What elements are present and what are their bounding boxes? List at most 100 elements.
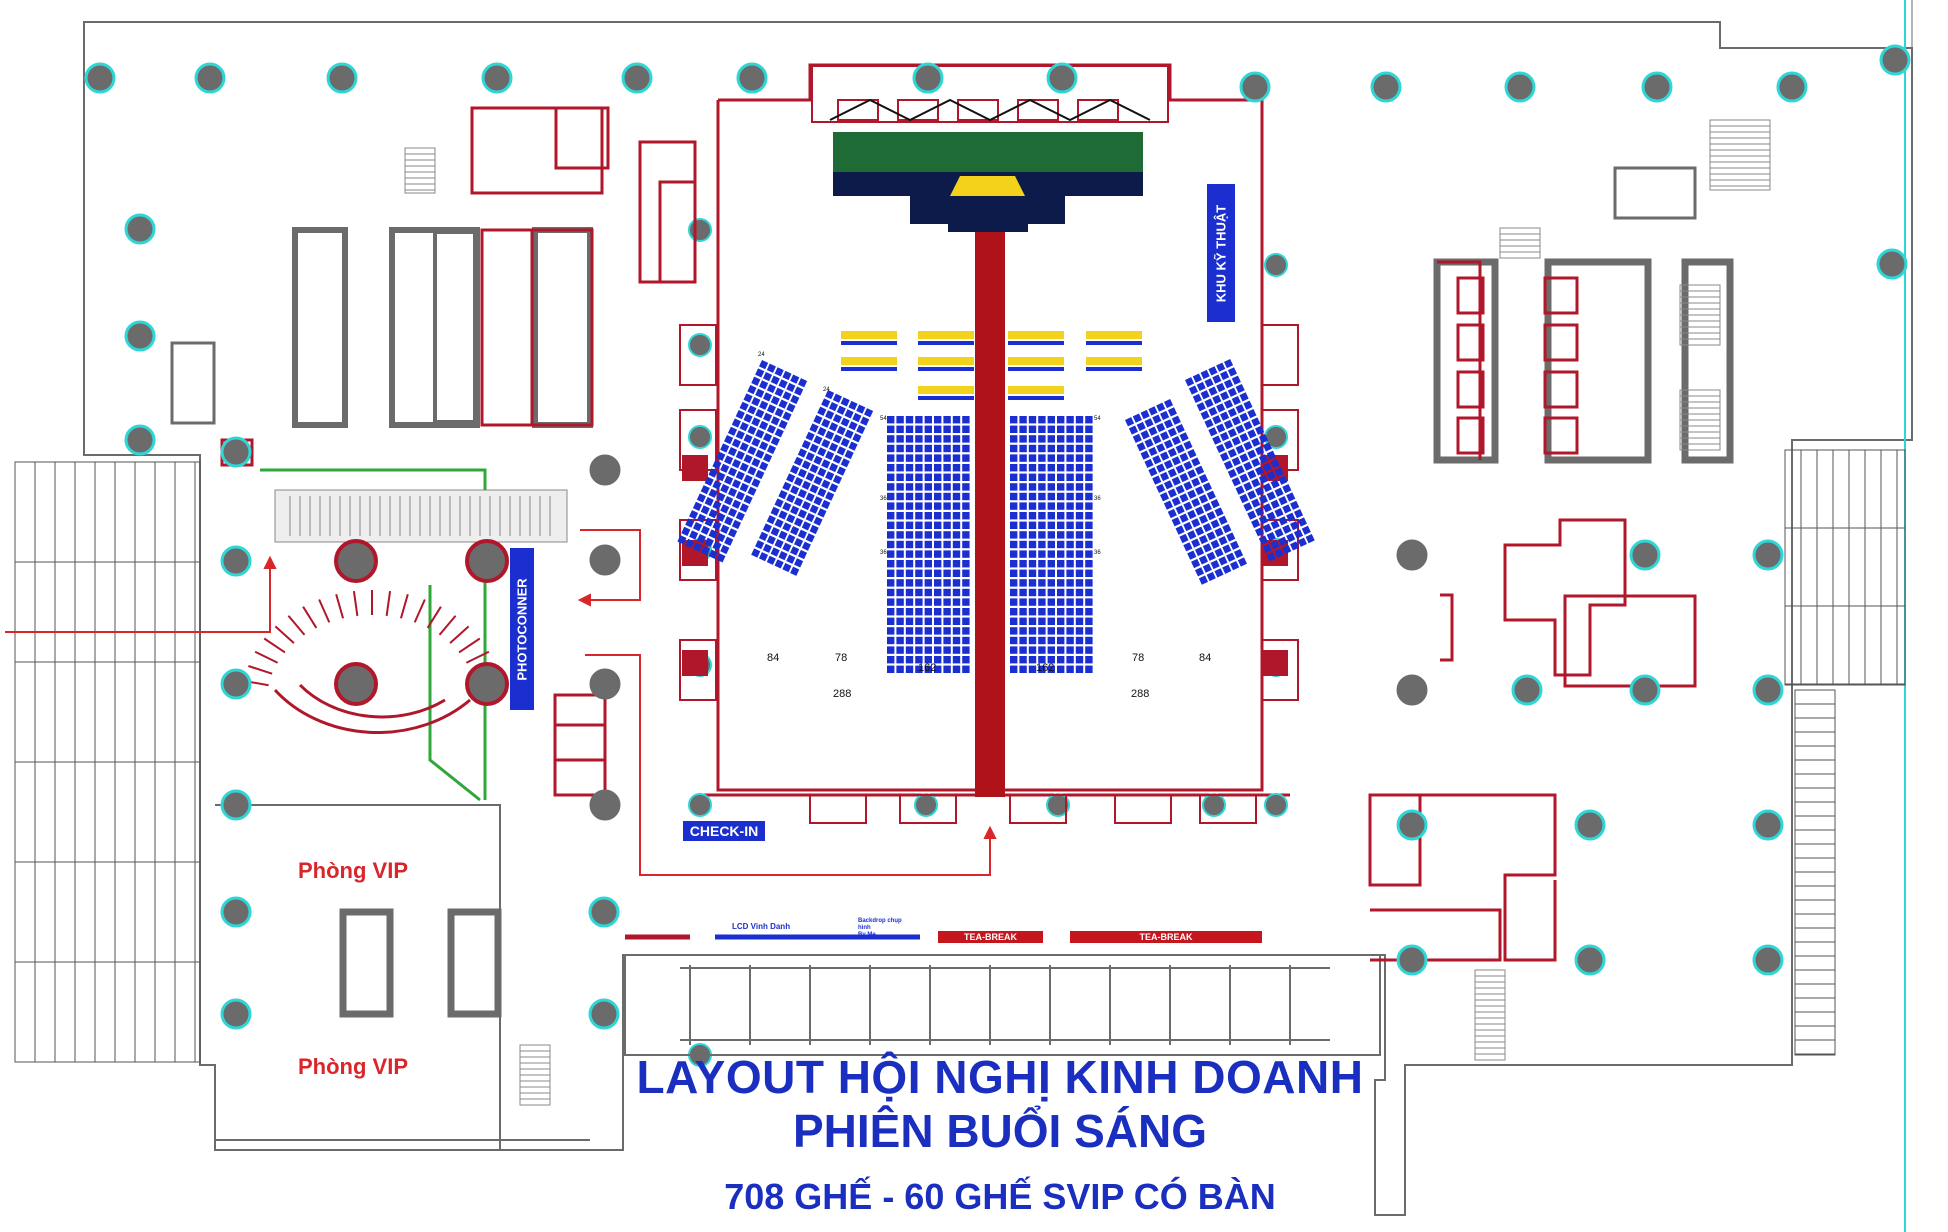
seat xyxy=(813,496,823,506)
seat xyxy=(943,588,951,597)
seat xyxy=(1010,598,1018,606)
seat xyxy=(887,435,895,443)
seat xyxy=(1047,656,1055,664)
seat xyxy=(774,367,784,377)
seat xyxy=(743,433,753,444)
seat xyxy=(924,473,932,481)
seat xyxy=(1038,646,1046,654)
seat xyxy=(887,617,895,625)
seat xyxy=(681,526,691,536)
seat xyxy=(766,555,776,565)
seat xyxy=(943,627,951,635)
seat xyxy=(759,441,769,451)
seat xyxy=(1075,454,1084,462)
seat xyxy=(924,425,932,433)
seat xyxy=(1235,404,1245,414)
seat xyxy=(1212,415,1222,425)
seat xyxy=(1278,536,1288,546)
seat xyxy=(952,636,961,645)
seat xyxy=(1047,464,1055,472)
seat xyxy=(934,444,942,453)
seat xyxy=(759,380,769,390)
seat xyxy=(887,473,895,481)
seat xyxy=(1220,391,1230,401)
seat xyxy=(915,588,923,597)
seat xyxy=(1038,425,1046,433)
seat xyxy=(905,454,914,462)
seat xyxy=(689,510,699,520)
seat xyxy=(1047,608,1055,616)
seat xyxy=(1219,452,1230,462)
seat xyxy=(1028,425,1037,433)
seat xyxy=(778,399,788,409)
seat xyxy=(1019,656,1027,664)
tech-zone-label: KHU KỸ THUẬT xyxy=(1207,184,1235,322)
seat xyxy=(1047,531,1055,539)
seat xyxy=(1066,665,1074,673)
seat xyxy=(896,435,904,443)
seat xyxy=(708,529,718,539)
svip-table xyxy=(1008,331,1064,339)
seat xyxy=(770,506,780,516)
seat xyxy=(1019,531,1027,539)
seat xyxy=(786,473,796,483)
alcove xyxy=(1261,639,1299,701)
seat xyxy=(1047,646,1055,654)
seat xyxy=(1038,579,1046,587)
seat xyxy=(1216,362,1226,372)
column xyxy=(1629,674,1661,706)
seat xyxy=(1085,665,1093,673)
seat xyxy=(1282,544,1292,555)
seat xyxy=(763,432,773,443)
seat xyxy=(887,483,895,491)
seat xyxy=(774,387,784,397)
seat xyxy=(1038,665,1046,673)
seat xyxy=(1028,656,1037,664)
seat xyxy=(1167,407,1177,417)
seat xyxy=(1066,416,1074,424)
seat xyxy=(743,413,753,423)
column xyxy=(1396,944,1428,976)
seat xyxy=(1247,429,1257,439)
seat xyxy=(735,491,745,501)
seat xyxy=(770,395,780,406)
seat xyxy=(1019,550,1027,558)
seat xyxy=(1254,527,1265,537)
seat xyxy=(1066,512,1074,520)
seat xyxy=(896,512,904,520)
seat xyxy=(1038,416,1046,424)
seat xyxy=(1019,521,1027,529)
seat xyxy=(716,553,726,563)
seat xyxy=(716,532,726,543)
seat xyxy=(924,579,932,587)
column xyxy=(1239,71,1271,103)
seat xyxy=(1057,608,1065,616)
seat xyxy=(887,598,895,606)
column xyxy=(326,62,358,94)
column xyxy=(688,333,712,357)
seat xyxy=(716,492,726,502)
seat xyxy=(924,483,932,491)
seat xyxy=(1171,435,1181,446)
seat xyxy=(801,500,811,511)
seat xyxy=(790,546,800,556)
seat xyxy=(836,425,846,436)
seat xyxy=(1167,447,1177,458)
svip-table xyxy=(1086,357,1142,365)
seat xyxy=(1019,665,1027,673)
seat xyxy=(782,502,792,512)
seat xyxy=(751,376,761,386)
seat xyxy=(905,416,914,424)
seat xyxy=(905,569,914,577)
column xyxy=(1264,793,1288,817)
seat xyxy=(1066,454,1074,462)
seat xyxy=(1210,559,1220,570)
seat xyxy=(915,531,923,539)
seat xyxy=(934,483,942,491)
seat xyxy=(793,497,804,507)
seat xyxy=(1196,402,1206,412)
seat xyxy=(962,598,970,606)
right-facade-grid xyxy=(1784,449,1906,686)
seat xyxy=(1179,472,1189,483)
seat xyxy=(896,656,904,664)
